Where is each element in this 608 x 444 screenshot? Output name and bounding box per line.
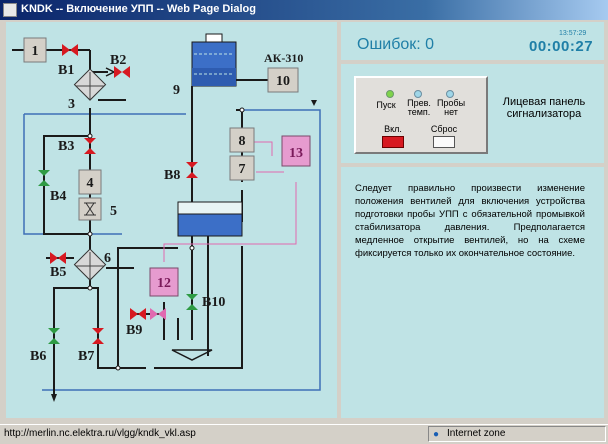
label-13: 13: [289, 146, 303, 161]
unit-13: [281, 135, 311, 167]
lamp-start-label: Пуск: [376, 100, 396, 110]
lamp-overtemp-icon: [414, 90, 422, 98]
label-b8: B8: [164, 168, 180, 183]
label-b6: B6: [30, 349, 46, 364]
label-ak310: АК-310: [264, 51, 303, 65]
label-5: 5: [110, 204, 117, 219]
label-10: 10: [276, 74, 290, 89]
label-1: 1: [32, 44, 39, 59]
label-9: 9: [173, 83, 180, 98]
security-zone: ● Internet zone: [428, 426, 606, 442]
error-panel: [341, 22, 604, 60]
window-title: KNDK -- Включение УПП -- Web Page Dialog: [21, 3, 256, 15]
label-8: 8: [239, 134, 246, 149]
label-b3: B3: [58, 139, 74, 154]
label-b9: B9: [126, 323, 142, 338]
label-3: 3: [68, 97, 75, 112]
signal-device: [354, 76, 488, 154]
unit-8: [229, 127, 255, 153]
on-button[interactable]: [382, 136, 404, 148]
unit-1: [23, 37, 47, 63]
valve-b9[interactable]: [130, 308, 146, 320]
status-bar: http://merlin.nc.elektra.ru/vlgg/kndk_vk…: [0, 424, 608, 444]
signal-caption: Лицевая панель сигнализатора: [502, 96, 586, 120]
valve-b8[interactable]: [186, 162, 198, 178]
lamp-overtemp-label: Прев. темп.: [407, 98, 431, 117]
description-panel: [341, 167, 604, 418]
window-titlebar[interactable]: KNDK -- Включение УПП -- Web Page Dialog: [0, 0, 608, 20]
lamp-nosample-label: Пробы нет: [436, 98, 466, 117]
label-b2: B2: [110, 53, 126, 68]
valve-b2[interactable]: [114, 66, 130, 78]
valve-b6[interactable]: [48, 328, 60, 344]
timer: 00:00:27: [529, 38, 594, 55]
instruction-text: Следует правильно произвести изменение п…: [355, 183, 585, 259]
label-b5: B5: [50, 265, 66, 280]
valve-b4[interactable]: [38, 170, 50, 186]
unit-10: [267, 67, 299, 93]
reset-button[interactable]: [433, 136, 455, 148]
valve-b7[interactable]: [92, 328, 104, 344]
unit-4: [78, 169, 102, 195]
btn-reset-label: Сброс: [430, 124, 458, 134]
valve-b10[interactable]: [186, 294, 198, 310]
label-b4: B4: [50, 189, 66, 204]
error-count: Ошибок: 0: [357, 36, 435, 53]
label-12: 12: [157, 276, 171, 291]
status-url: http://merlin.nc.elektra.ru/vlgg/kndk_vk…: [4, 428, 196, 439]
label-4: 4: [87, 176, 94, 191]
zone-label: Internet zone: [447, 428, 506, 439]
app-icon: [3, 3, 17, 17]
process-schematic: 1 4 5 3 6 9 10 8 7 13 12 B1 B2 B3 B4 B5 …: [12, 33, 321, 402]
label-6: 6: [104, 251, 111, 266]
valve-b5[interactable]: [50, 252, 66, 264]
unit-7: [229, 155, 255, 181]
label-7: 7: [239, 162, 246, 177]
label-b10: B10: [202, 295, 225, 310]
lamp-nosample-icon: [446, 90, 454, 98]
clock-small: 13:57:29: [559, 30, 587, 37]
lamp-start-icon: [386, 90, 394, 98]
globe-icon: ●: [433, 429, 440, 440]
btn-on-label: Вкл.: [384, 124, 402, 134]
unit-12: [149, 267, 179, 297]
label-b7: B7: [78, 349, 94, 364]
label-b1: B1: [58, 63, 74, 78]
valve-b3[interactable]: [84, 138, 96, 154]
valve-b1[interactable]: [62, 44, 78, 56]
valve-b9b[interactable]: [150, 308, 166, 320]
